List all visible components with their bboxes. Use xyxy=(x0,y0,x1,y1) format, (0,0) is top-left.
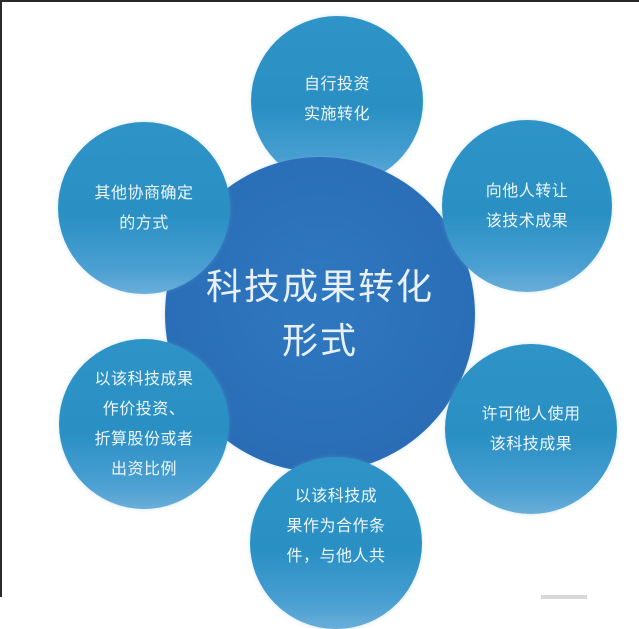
scroll-indicator xyxy=(541,595,587,599)
node-label-line: 向他人转让 xyxy=(485,181,569,200)
node-label-line: 实施转化 xyxy=(303,104,370,123)
node-label-line: 件，与他人共 xyxy=(286,546,386,565)
node-label-line: 的方式 xyxy=(119,213,169,232)
node-label-line: 果作为合作条 xyxy=(286,516,386,535)
node-label-line: 许可他人使用 xyxy=(481,404,581,423)
center-title-line: 科技成果转化 xyxy=(205,266,434,308)
node-license-to-others: 许可他人使用 该科技成果 xyxy=(445,344,617,514)
node-label-line: 自行投资 xyxy=(303,74,370,93)
node-label-line: 其他协商确定 xyxy=(94,183,194,202)
node-other-negotiated-methods: 其他协商确定 的方式 xyxy=(58,122,230,294)
node-label-line: 折算股份或者 xyxy=(94,429,194,448)
node-transfer-to-others: 向他人转让 该技术成果 xyxy=(442,120,612,292)
node-label-line: 出资比例 xyxy=(110,459,177,478)
node-cooperation-condition: 以该科技成 果作为合作条 件，与他人共 xyxy=(250,457,422,629)
center-title-line: 形式 xyxy=(281,320,358,362)
node-label-line: 以该科技成果 xyxy=(94,369,194,388)
node-equity-investment: 以该科技成果 作价投资、 折算股份或者 出资比例 xyxy=(59,339,229,509)
node-label-line: 该科技成果 xyxy=(489,434,573,453)
node-label-line: 作价投资、 xyxy=(102,399,186,418)
node-label-line: 以该科技成 xyxy=(294,486,378,505)
node-label-line: 该技术成果 xyxy=(485,211,569,230)
